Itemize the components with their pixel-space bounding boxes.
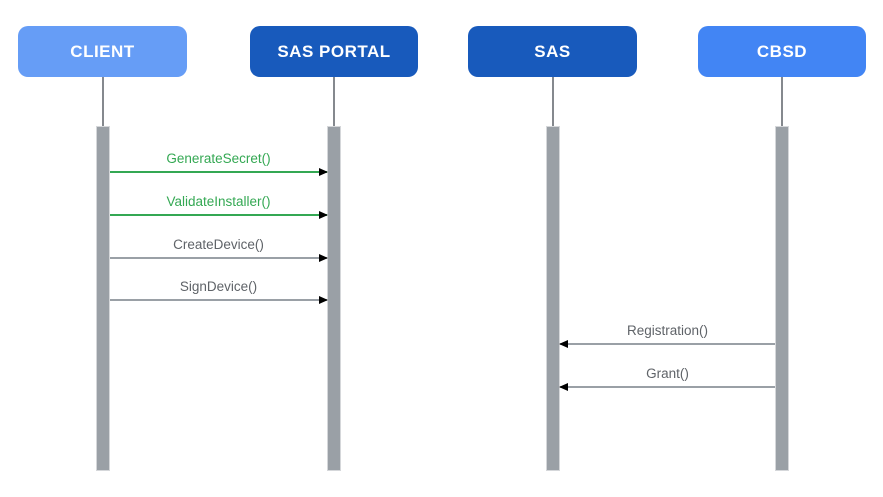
- message-line: [560, 343, 775, 345]
- activation-bar-sas: [546, 126, 560, 471]
- lifeline-sas: [552, 77, 554, 126]
- message-label-sign-device: SignDevice(): [179, 279, 258, 294]
- actor-label-sas-portal: SAS PORTAL: [277, 41, 391, 61]
- arrowhead-right-icon: [319, 254, 328, 262]
- message-label-create-device: CreateDevice(): [173, 237, 264, 252]
- message-registration: Registration(): [559, 323, 775, 348]
- actor-box-sas: SAS: [468, 26, 637, 77]
- arrowhead-left-icon: [559, 340, 568, 348]
- arrowhead-right-icon: [319, 211, 328, 219]
- actor-box-cbsd: CBSD: [698, 26, 866, 77]
- actor-label-cbsd: CBSD: [756, 41, 808, 61]
- message-line: [110, 257, 327, 259]
- arrowhead-right-icon: [319, 168, 328, 176]
- arrowhead-left-icon: [559, 383, 568, 391]
- actor-box-sas-portal: SAS PORTAL: [250, 26, 418, 77]
- message-create-device: CreateDevice(): [110, 237, 328, 262]
- message-label-grant: Grant(): [646, 366, 689, 381]
- message-line: [560, 386, 775, 388]
- actor-box-client: CLIENT: [18, 26, 187, 77]
- actor-label-sas: SAS: [534, 41, 571, 61]
- actor-label-client: CLIENT: [70, 41, 135, 61]
- arrowhead-right-icon: [319, 296, 328, 304]
- message-label-validate-installer: ValidateInstaller(): [166, 194, 271, 209]
- lifeline-sas-portal: [333, 77, 335, 126]
- message-label-generate-secret: GenerateSecret(): [166, 151, 271, 166]
- activation-bar-cbsd: [775, 126, 789, 471]
- lifeline-cbsd: [781, 77, 783, 126]
- message-validate-installer: ValidateInstaller(): [110, 194, 328, 219]
- message-line: [110, 299, 327, 301]
- message-generate-secret: GenerateSecret(): [110, 151, 328, 176]
- message-sign-device: SignDevice(): [110, 279, 328, 304]
- message-grant: Grant(): [559, 366, 775, 391]
- activation-bar-sas-portal: [327, 126, 341, 471]
- message-line: [110, 171, 327, 173]
- message-line: [110, 214, 327, 216]
- message-label-registration: Registration(): [626, 323, 709, 338]
- activation-bar-client: [96, 126, 110, 471]
- lifeline-client: [102, 77, 104, 126]
